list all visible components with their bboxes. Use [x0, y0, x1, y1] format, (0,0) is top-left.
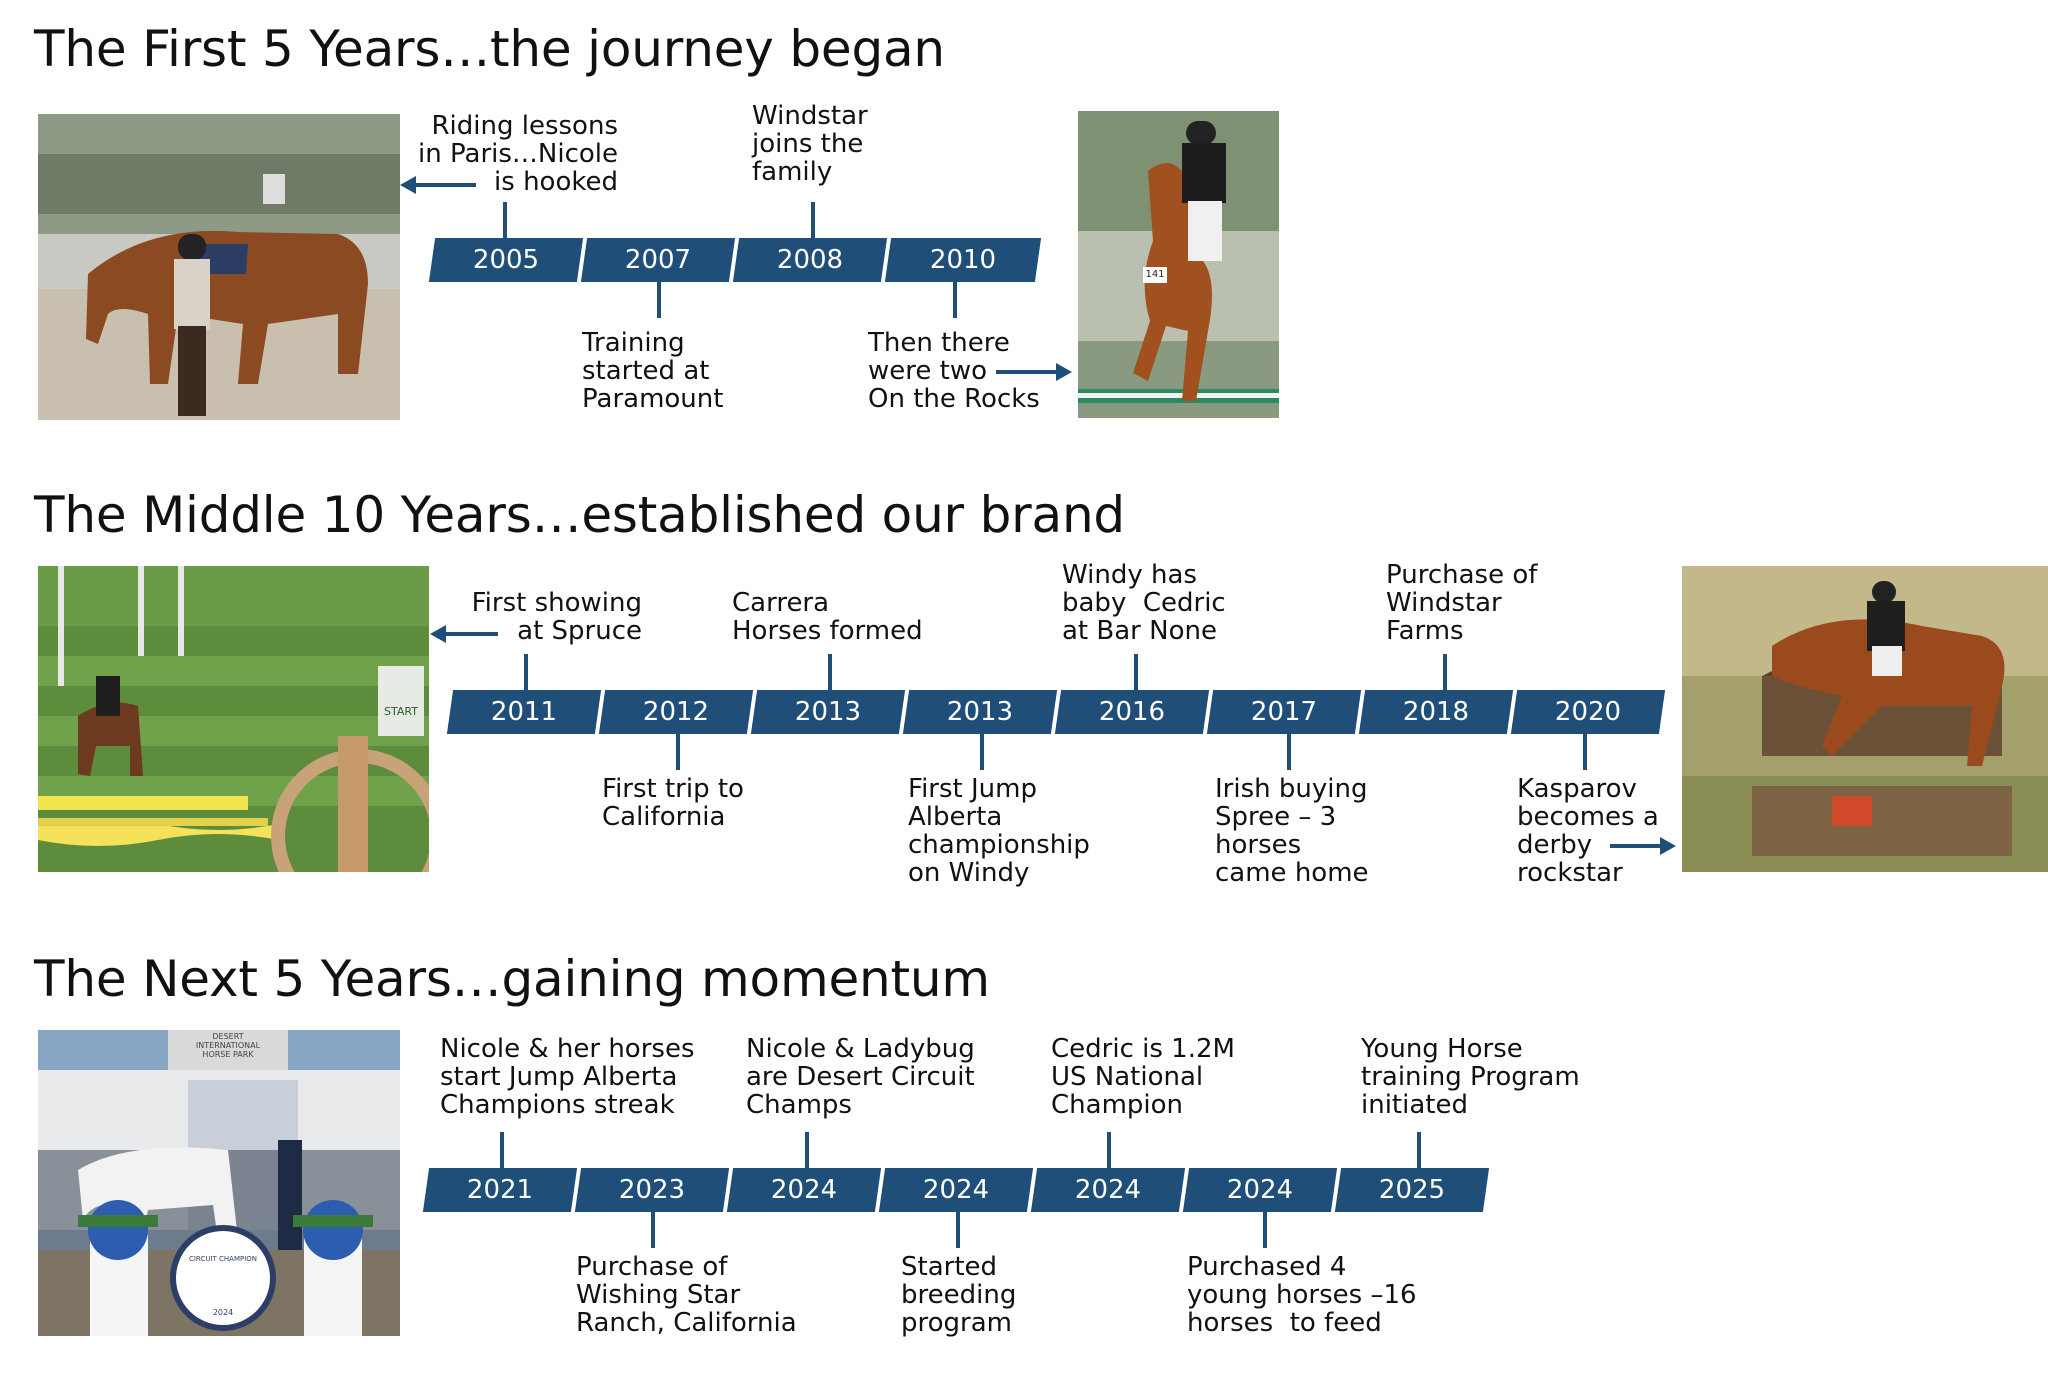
tick-2012	[676, 734, 680, 770]
year-label: 2010	[929, 245, 997, 275]
circuit-year: 2024	[212, 1308, 234, 1317]
tick-2016	[1134, 654, 1138, 690]
timeline-band-2: 2011 2012 2013 2013 2016 2017 2018 2020	[446, 690, 1666, 734]
note-2011: First showing at Spruce	[471, 588, 642, 646]
note-2024-breeding: Started breeding program	[901, 1252, 1017, 1338]
tick-2024d	[1263, 1212, 1267, 1248]
right-arrow-icon	[1610, 837, 1676, 855]
tick-2007	[657, 282, 661, 318]
year-label: 2020	[1554, 697, 1622, 727]
year-label: 2016	[1098, 697, 1166, 727]
note-2013-carrera: Carrera Horses formed	[732, 588, 923, 646]
year-label: 2024	[770, 1175, 838, 1205]
tick-2010	[953, 282, 957, 318]
tick-2008	[811, 202, 815, 238]
section-1-title: The First 5 Years…the journey began	[34, 20, 945, 78]
note-2013-jump-alberta: First Jump Alberta championship on Windy	[908, 774, 1090, 888]
tick-2024b	[956, 1212, 960, 1248]
year-label: 2021	[466, 1175, 534, 1205]
tick-2020	[1583, 734, 1587, 770]
tick-2018	[1443, 654, 1447, 690]
year-label: 2013	[794, 697, 862, 727]
section-2-title: The Middle 10 Years…established our bran…	[34, 486, 1125, 544]
year-label: 2024	[1074, 1175, 1142, 1205]
tick-2021	[500, 1132, 504, 1168]
note-2007: Training started at Paramount	[582, 328, 724, 414]
tick-2023	[651, 1212, 655, 1248]
left-arrow-icon	[430, 625, 498, 643]
year-label: 2008	[776, 245, 844, 275]
tick-2011	[524, 654, 528, 690]
tick-2013b	[980, 734, 984, 770]
photo-spruce-arena: START	[38, 566, 429, 872]
note-2010: Then there were two On the Rocks	[868, 328, 1040, 414]
photo-kasparov-derby	[1682, 566, 2048, 872]
right-arrow-icon	[996, 363, 1072, 381]
note-2016: Windy has baby Cedric at Bar None	[1062, 560, 1226, 646]
year-label: 2025	[1378, 1175, 1446, 1205]
photo-desert-circuit: DESERT INTERNATIONAL HORSE PARK CIRCUIT …	[38, 1030, 400, 1336]
note-2025: Young Horse training Program initiated	[1361, 1034, 1580, 1120]
left-arrow-icon	[400, 176, 476, 194]
year-label: 2011	[490, 697, 558, 727]
section-3-title: The Next 5 Years…gaining momentum	[34, 950, 990, 1008]
note-2024-cedric: Cedric is 1.2M US National Champion	[1051, 1034, 1235, 1120]
year-label: 2024	[1226, 1175, 1294, 1205]
tick-2017	[1287, 734, 1291, 770]
tick-2013a	[828, 654, 832, 690]
note-2024-purchased: Purchased 4 young horses –16 horses to f…	[1187, 1252, 1417, 1338]
circuit-champion-seal: CIRCUIT CHAMPION	[188, 1255, 258, 1263]
year-label: 2023	[618, 1175, 686, 1205]
year-label: 2013	[946, 697, 1014, 727]
tick-2024a	[805, 1132, 809, 1168]
note-2024-ladybug: Nicole & Ladybug are Desert Circuit Cham…	[746, 1034, 975, 1120]
year-label: 2017	[1250, 697, 1318, 727]
note-2005: Riding lessons in Paris…Nicole is hooked	[418, 111, 618, 197]
photo-riding-lessons-paris	[38, 114, 400, 420]
tick-2024c	[1107, 1132, 1111, 1168]
note-2017: Irish buying Spree – 3 horses came home	[1215, 774, 1369, 888]
year-label: 2012	[642, 697, 710, 727]
tick-2005	[503, 202, 507, 238]
note-2021: Nicole & her horses start Jump Alberta C…	[440, 1034, 695, 1120]
tick-2025	[1417, 1132, 1421, 1168]
desert-sign: DESERT INTERNATIONAL HORSE PARK	[195, 1032, 261, 1059]
year-label: 2024	[922, 1175, 990, 1205]
photo-on-the-rocks-jump: 141	[1078, 111, 1279, 418]
year-label: 2018	[1402, 697, 1470, 727]
note-2012: First trip to California	[602, 774, 744, 832]
note-2020: Kasparov becomes a derby rockstar	[1517, 774, 1659, 888]
year-label: 2007	[624, 245, 692, 275]
timeline-band-3: 2021 2023 2024 2024 2024 2024 2025	[422, 1168, 1496, 1212]
year-label: 2005	[472, 245, 540, 275]
bib-number: 141	[1143, 267, 1167, 283]
start-sign: START	[384, 705, 418, 718]
note-2023: Purchase of Wishing Star Ranch, Californ…	[576, 1252, 797, 1338]
timeline-band-1: 2005 2007 2008 2010	[428, 238, 1044, 282]
note-2018: Purchase of Windstar Farms	[1386, 560, 1538, 646]
note-2008: Windstar joins the family	[752, 101, 868, 187]
